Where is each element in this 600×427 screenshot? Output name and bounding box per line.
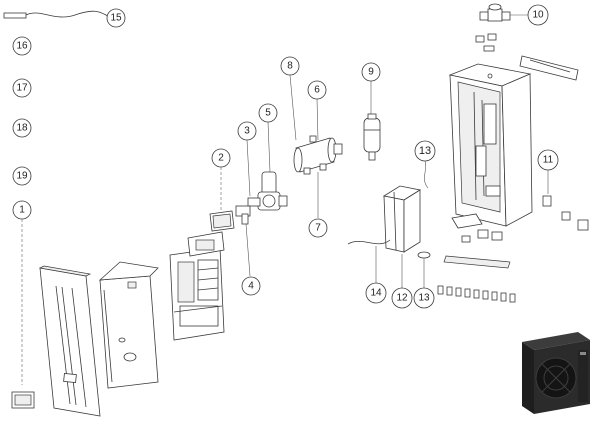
callout-11: 11 <box>537 149 559 171</box>
part-8-heater <box>293 135 343 175</box>
callout-13-lower-label: 13 <box>418 293 430 304</box>
leader-4 <box>245 223 251 277</box>
part-12-insulation <box>382 185 422 253</box>
callout-9: 9 <box>361 62 381 82</box>
pipe-insulation-left <box>347 239 391 245</box>
callout-9-label: 9 <box>368 67 374 78</box>
callout-19: 19 <box>12 166 32 186</box>
leader-5 <box>267 121 271 173</box>
part-1-display <box>11 391 35 409</box>
callout-13-upper-label: 13 <box>419 145 431 157</box>
part-9-cylinder <box>363 113 381 161</box>
part-15-sensor <box>3 10 109 19</box>
callout-13-lower: 13 <box>413 287 435 309</box>
callout-18: 18 <box>12 118 32 138</box>
control-box <box>169 231 225 341</box>
part-11-fittings <box>542 195 589 231</box>
cabinet-top-brackets <box>475 33 497 52</box>
heat-pump-photo-icon <box>512 328 598 420</box>
leader-13-upper <box>424 160 429 189</box>
callout-10: 10 <box>527 4 549 26</box>
callout-5-label: 5 <box>265 108 271 119</box>
leader-3 <box>246 139 251 197</box>
callout-17-label: 17 <box>16 83 28 94</box>
callout-14: 14 <box>365 282 387 304</box>
callout-6-label: 6 <box>314 85 320 96</box>
leader-6 <box>316 98 319 141</box>
callout-3: 3 <box>237 121 257 141</box>
callout-11-label: 11 <box>543 155 554 166</box>
callout-8: 8 <box>280 56 300 76</box>
callout-17: 17 <box>12 78 32 98</box>
callout-7-label: 7 <box>315 223 321 234</box>
callout-6: 6 <box>307 80 327 100</box>
part-3-fitting <box>235 205 251 225</box>
callout-4-label: 4 <box>248 281 254 292</box>
part-5-pump <box>247 171 288 211</box>
inner-panel <box>98 261 159 389</box>
main-cabinet <box>448 63 533 227</box>
callout-8-label: 8 <box>287 61 293 72</box>
front-panel <box>38 265 101 417</box>
callout-3-label: 3 <box>244 126 250 137</box>
callout-2-label: 2 <box>218 153 224 164</box>
small-parts <box>437 213 516 303</box>
callout-16: 16 <box>12 36 32 56</box>
callout-4: 4 <box>241 276 261 296</box>
callout-10-label: 10 <box>532 10 544 21</box>
callout-19-label: 19 <box>16 171 28 182</box>
callout-15-label: 15 <box>110 13 122 24</box>
fitting-row <box>437 285 516 303</box>
callout-16-label: 16 <box>16 41 28 52</box>
callout-15: 15 <box>106 8 126 28</box>
terminal-strip <box>519 55 579 81</box>
callout-7: 7 <box>308 218 328 238</box>
leader-8 <box>289 74 297 141</box>
callout-1: 1 <box>12 200 32 220</box>
callout-14-label: 14 <box>370 288 382 299</box>
part-2-pad <box>209 210 235 232</box>
callout-5: 5 <box>258 103 278 123</box>
part-13-gasket <box>417 251 431 259</box>
callout-12: 12 <box>391 287 413 309</box>
callout-2: 2 <box>211 148 231 168</box>
callout-12-label: 12 <box>396 293 408 304</box>
part-10-valve <box>479 3 511 22</box>
callout-18-label: 18 <box>16 123 28 134</box>
callout-1-label: 1 <box>19 205 25 216</box>
callout-13-upper: 13 <box>414 140 436 162</box>
